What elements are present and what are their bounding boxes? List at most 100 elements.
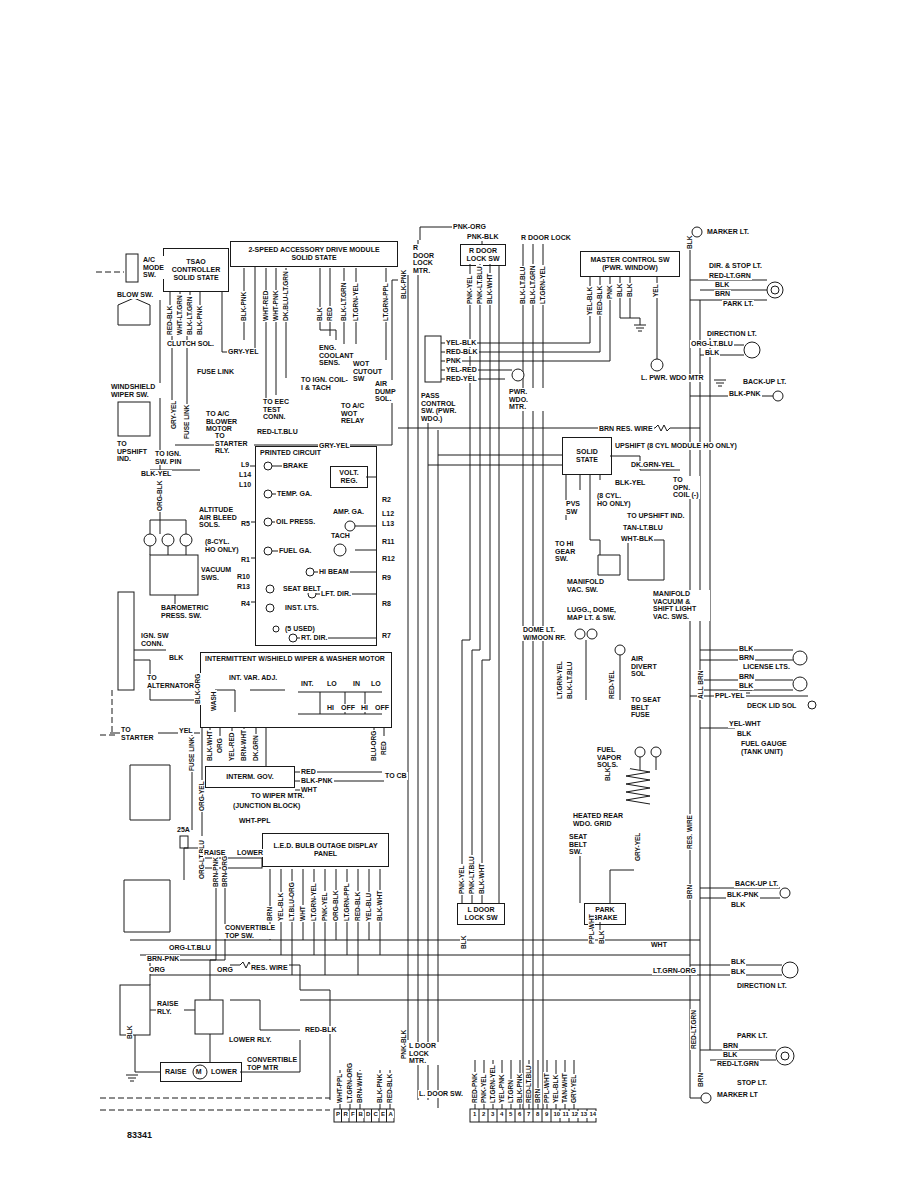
wire-color-label: LT.GRN-YEL xyxy=(310,882,317,922)
callout-label: WHT-PPL xyxy=(238,817,272,825)
lamp-symbol xyxy=(771,286,779,294)
wire-color-label: PNK-LT.BLU xyxy=(468,855,475,895)
lamp-symbol xyxy=(264,547,272,555)
wire-color-label: BLK-PNK xyxy=(376,1073,383,1104)
callout-label: 13 xyxy=(580,1111,589,1118)
callout-label: TO UPSHIFT IND. xyxy=(116,440,152,463)
callout-label: B xyxy=(358,1111,364,1118)
solenoid-symbol xyxy=(180,534,192,546)
callout-label: R DOOR LOCK MTR. xyxy=(412,244,440,275)
wire-color-label: YEL-BLK xyxy=(586,286,593,316)
wire-color-label: BRN xyxy=(697,1072,704,1088)
callout-label: TO EEC TEST CONN. xyxy=(262,398,304,421)
wire-color-label: BLK-LT.GRN xyxy=(340,281,347,322)
callout-label: L. DOOR SW. xyxy=(418,1090,464,1098)
wire-color-label: BLK-PNK xyxy=(516,1073,523,1104)
wire-color-label: YEL xyxy=(652,283,659,298)
wire-color-label: ALL BRN xyxy=(697,670,704,700)
callout-label: TO STARTER RLY. xyxy=(214,432,254,455)
callout-label: MANIFOLD VACUUM & SHIFT LIGHT VAC. SWS. xyxy=(652,590,710,621)
wire-color-label: LT.GRN-PPL xyxy=(343,882,350,922)
wire-color-label: PPL-WHT xyxy=(543,1072,550,1104)
callout-label: (8 CYL. HO ONLY) xyxy=(596,492,632,507)
wire-color-label: LT.GRN-ORG xyxy=(346,1062,353,1104)
wire-color-label: BLK xyxy=(460,935,467,950)
component-label: LOWER xyxy=(210,1068,238,1076)
callout-label: HI BEAM xyxy=(318,568,350,576)
wire-color-label: FUSE LINK xyxy=(188,736,195,772)
wire-run xyxy=(690,236,808,1098)
callout-label: INST. LTS. xyxy=(284,604,320,612)
callout-label: RES. WIRE xyxy=(250,964,289,972)
callout-label: LFT. DIR. xyxy=(320,590,352,598)
motor-symbol xyxy=(651,359,663,371)
callout-label: INT. xyxy=(300,680,314,688)
lamp-symbol xyxy=(692,227,702,237)
component-label: R DOOR LOCK SW xyxy=(464,247,502,263)
callout-label: R8 xyxy=(381,600,392,608)
callout-label: 6 xyxy=(517,1111,522,1118)
wire-color-label: PPL-WHT xyxy=(588,913,595,945)
wire-color-label: BLK xyxy=(604,767,611,782)
callout-label: R1 xyxy=(240,556,251,564)
wire-color-label: RED xyxy=(326,306,333,322)
callout-label: R4 xyxy=(240,600,251,608)
wire-color-label: RED-BLK xyxy=(386,1073,393,1104)
callout-label: BAROMETRIC PRESS. SW. xyxy=(160,604,212,619)
wire-color-label: BRN xyxy=(686,884,693,900)
callout-label: 4 xyxy=(499,1111,504,1118)
callout-label: CONVERTIBLE TOP MTR xyxy=(246,1056,298,1071)
wire-color-label: BLU-ORG xyxy=(370,730,377,762)
callout-label: 14 xyxy=(589,1111,598,1118)
wire-color-label: BLK-ORG xyxy=(194,673,201,705)
callout-label: CLUTCH SOL. xyxy=(166,340,215,348)
callout-label: OFF xyxy=(374,704,390,712)
callout-label: WHT-BLK xyxy=(620,535,654,543)
wire-color-label: PNK-BLK xyxy=(400,1029,407,1060)
callout-label: FUEL GAUGE (TANK UNIT) xyxy=(740,740,792,755)
wire-color-label: PNK-YEL xyxy=(321,891,328,922)
callout-label: TO IGN. SW. PIN xyxy=(154,450,186,465)
solenoid-symbol xyxy=(615,645,625,655)
component-label: SOLID STATE xyxy=(290,254,337,262)
callout-label: 83341 xyxy=(126,1131,153,1141)
callout-label: LOWER xyxy=(236,849,264,857)
callout-label: LT.GRN-ORG xyxy=(652,967,697,975)
component-label: M xyxy=(195,1068,203,1076)
callout-label: TEMP. GA. xyxy=(276,490,313,498)
wire-color-label: GRY-YEL xyxy=(634,832,641,862)
wire-color-label: BRN-WHT xyxy=(356,1071,363,1104)
callout-label: F xyxy=(350,1111,356,1118)
lamp-symbol xyxy=(793,651,807,665)
wire-color-label: BLK-LT.BLU xyxy=(566,661,573,700)
component-label: SOLID STATE xyxy=(172,274,219,282)
lamp-symbol xyxy=(266,585,274,593)
callout-label: RT. DIR. xyxy=(300,634,328,642)
callout-label: L13 xyxy=(381,520,395,528)
lamp-symbol xyxy=(793,677,807,691)
callout-label: BLK-PNK xyxy=(726,891,760,899)
callout-label: (8-CYL. HO ONLY) xyxy=(204,538,240,553)
switch-body xyxy=(200,858,262,868)
wire-color-label: ORG xyxy=(216,737,223,754)
callout-label: HI xyxy=(326,704,335,712)
component-label: L DOOR LOCK SW xyxy=(461,906,501,922)
wire-color-label: WHT xyxy=(299,905,306,922)
callout-label: R9 xyxy=(381,574,392,582)
callout-label: TO CB xyxy=(384,772,408,780)
callout-label: AMP. GA. xyxy=(332,508,365,516)
wire-color-label: WHT-LT.GRN xyxy=(176,294,183,336)
callout-label: BLK xyxy=(714,281,730,289)
wire-color-label: RED-YEL xyxy=(608,669,615,700)
component-label: PRINTED CIRCUIT xyxy=(259,449,322,457)
callout-label: PNK-ORG xyxy=(452,223,487,231)
callout-label: BLK xyxy=(704,349,720,357)
lamp-symbol xyxy=(264,518,272,526)
wire-color-label: BLK xyxy=(316,307,323,322)
callout-label: HI xyxy=(360,704,369,712)
wire-color-label: BLK xyxy=(686,235,693,250)
wire-color-label: RED-BLK xyxy=(354,891,361,922)
callout-label: DIRECTION LT. xyxy=(706,330,758,338)
wire-color-label: RED-PNK xyxy=(471,1072,478,1104)
